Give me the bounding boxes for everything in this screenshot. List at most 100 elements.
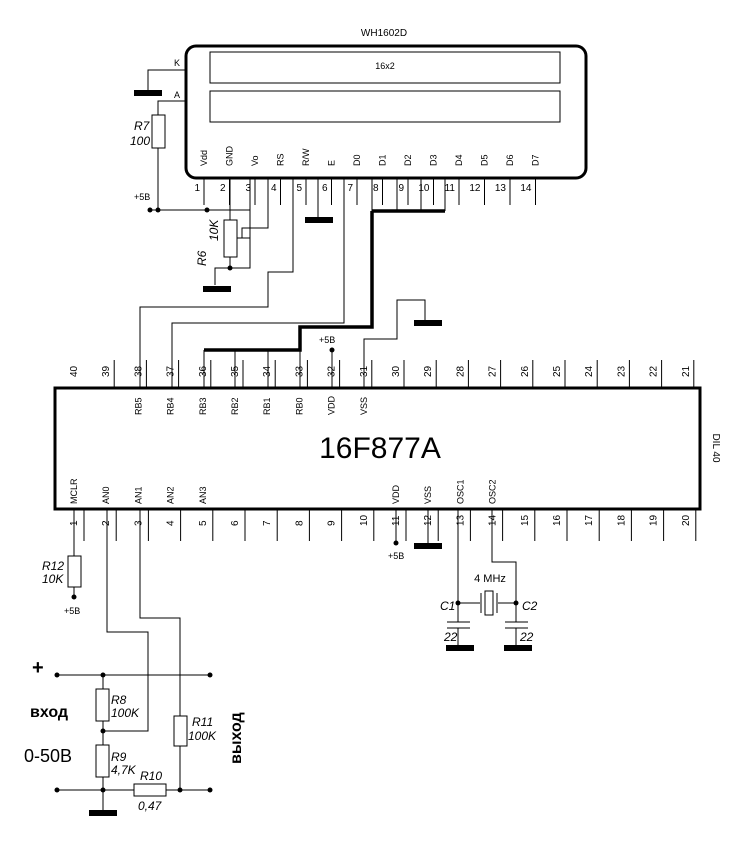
lcd-pin-number: 4 (271, 183, 277, 194)
lcd-screen-label: 16x2 (375, 61, 395, 71)
mcu-pin-number: 9 (327, 520, 338, 526)
mcu-pin-number: 4 (166, 520, 177, 526)
lcd-pin-number: 11 (445, 183, 456, 194)
vcc-label-lcd: +5В (134, 192, 150, 202)
mcu-pin-number: 27 (488, 365, 499, 377)
mcu-pin-number: 39 (101, 365, 112, 377)
lcd-pin-name: D3 (429, 154, 439, 166)
r12-name: R12 (42, 559, 64, 573)
lcd-row-1 (209, 51, 561, 84)
r8-value: 100K (111, 706, 140, 720)
ground-symbol (89, 810, 117, 816)
mcu-pin-number: 29 (423, 365, 434, 377)
mcu-pin-number: 24 (584, 365, 595, 377)
lcd-pin-name: D2 (403, 154, 413, 166)
mcu-pin-number: 20 (681, 514, 692, 526)
lcd-pin-number: 7 (347, 183, 353, 194)
c2-name: C2 (522, 599, 538, 613)
input-label: вход (30, 704, 68, 721)
mcu-pin-name: RB0 (294, 397, 304, 415)
r6-potentiometer: 10K R6 (195, 178, 269, 292)
mcu-pin-name: OSC2 (488, 479, 498, 504)
mcu-pin-number: 25 (552, 365, 563, 377)
lcd-pin-number: 5 (296, 183, 302, 194)
lcd-pin-name: D5 (480, 154, 490, 166)
vcc-label-mcu-bottom: +5В (388, 551, 404, 561)
lcd-pin-number: 13 (495, 183, 507, 194)
ground-symbol (414, 543, 442, 549)
mcu-pin-number: 34 (262, 365, 273, 377)
mcu-pin-name: RB3 (198, 397, 208, 415)
mcu-pin-number: 23 (616, 365, 627, 377)
lcd-pin-number: 12 (469, 183, 481, 194)
lcd-pin-number: 14 (520, 183, 532, 194)
c1-name: C1 (440, 599, 455, 613)
lcd-pin-number: 9 (398, 183, 404, 194)
r9-body (95, 744, 110, 778)
lcd-pin-name: D7 (531, 154, 541, 166)
lcd-pin-name: D0 (352, 154, 362, 166)
lcd-row-2 (209, 90, 561, 123)
lcd-title: WH1602D (361, 28, 407, 39)
lcd-module: WH1602D 16x2 (184, 28, 588, 180)
c2-value: 22 (519, 630, 534, 644)
mcu-pin-number: 19 (649, 514, 660, 526)
mcu-pin-number: 35 (230, 365, 241, 377)
lcd-pin-number: 1 (194, 183, 200, 194)
ground-symbol (504, 645, 532, 651)
lcd-pin-name: Vo (250, 155, 260, 166)
r12-body (67, 555, 82, 588)
control-wires (139, 178, 345, 388)
mcu-pin-number: 15 (520, 514, 531, 526)
r6-value: 10K (207, 219, 221, 241)
lcd-pin-row: 1Vdd2GND3Vo4RS5R/W6E7D08D19D210D311D412D… (194, 146, 541, 205)
ground-symbol (305, 217, 333, 223)
lcd-pin-name: GND (225, 146, 235, 167)
mcu-pin-number: 10 (359, 514, 370, 526)
mcu-pin-number: 26 (520, 365, 531, 377)
data-bus (203, 178, 446, 388)
mcu-pin-number: 36 (198, 365, 209, 377)
mcu-top-power: +5В (319, 299, 442, 388)
r11-value: 100K (188, 729, 217, 743)
oscillator-circuit: 4 MHz C1 22 C2 22 (440, 509, 538, 651)
mcu-pin-number: 18 (616, 514, 627, 526)
lcd-pin-name: E (327, 160, 337, 166)
mcu-pin-number: 7 (262, 520, 273, 526)
lcd-pin-name: D6 (505, 154, 515, 166)
lcd-pin-number: 3 (245, 183, 251, 194)
mcu-name: 16F877A (319, 432, 441, 465)
lcd-pin-number: 10 (418, 183, 430, 194)
lcd-backlight: K A R7 100 (130, 58, 186, 210)
mcu-pin-number: 16 (552, 514, 563, 526)
lcd-pin-number: 2 (220, 183, 226, 194)
r9-name: R9 (111, 750, 127, 764)
r8-body (95, 688, 110, 722)
input-divider: + R8 100K R9 4,7K R11 100K R10 0,47 вход… (24, 509, 245, 816)
mcu-pin-number: 13 (455, 514, 466, 526)
mcu-pin-number: 33 (294, 365, 305, 377)
mcu-pin-number: 17 (584, 514, 595, 526)
mcu-bottom-power: +5В (388, 509, 442, 561)
mcu-pin-name: VDD (391, 484, 401, 504)
mcu-pin-name: VSS (359, 397, 369, 415)
mcu-pin-name: VSS (423, 486, 433, 504)
vcc-label-mcu-top: +5В (319, 335, 335, 345)
mcu-pin-number: 32 (327, 365, 338, 377)
mcu-pin-name: RB5 (133, 397, 143, 415)
ground-symbol (134, 90, 162, 96)
mcu-pin-number: 31 (359, 365, 370, 377)
ground-symbol (203, 286, 231, 292)
mcu-pin-number: 5 (198, 520, 209, 526)
lcd-pin-number: 6 (322, 183, 328, 194)
r12-value: 10K (42, 572, 64, 586)
mcu-chip: 16F877A DIL 40 (53, 386, 721, 511)
lcd-pin-number: 8 (373, 183, 379, 194)
mcu-pin-name: AN1 (133, 486, 143, 504)
mcu-body (53, 386, 702, 511)
lcd-k-label: K (174, 58, 180, 68)
mcu-package: DIL 40 (710, 433, 721, 463)
lcd-a-label: A (174, 90, 180, 100)
mcu-pin-number: 12 (423, 514, 434, 526)
r6-body (223, 219, 238, 258)
